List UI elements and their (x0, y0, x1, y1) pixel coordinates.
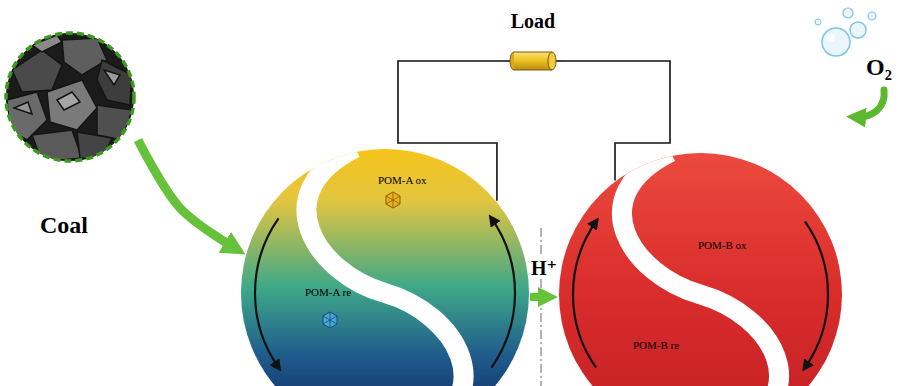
coal-lump (14, 102, 32, 114)
molecule-icon (323, 312, 337, 328)
electrolyte-tank (558, 152, 843, 386)
anolyte-tank: POM-A ox POM-A re (240, 148, 530, 386)
catholyte-tank: POM-B ox POM-B re (558, 152, 843, 386)
coal-lump (47, 80, 97, 130)
circulation-arrow (491, 218, 515, 367)
coal-photo: Coal (2, 30, 138, 245)
molecule-icon (386, 192, 400, 208)
coal-lump (97, 105, 132, 140)
coal-lump (77, 132, 112, 160)
circulation-arrow (255, 218, 279, 367)
circulation-arrow (805, 221, 828, 367)
species-label: POM-B re (633, 339, 679, 351)
tank-disc (241, 149, 529, 386)
dashed-frame (6, 33, 134, 161)
proton-transfer-arrow (530, 293, 548, 301)
node-label: Load (505, 10, 561, 32)
species-label: POM-A re (305, 286, 351, 298)
species-label: POM-B ox (698, 239, 747, 251)
coal-lump (104, 70, 120, 85)
s-divider (622, 152, 779, 386)
coal-lump (57, 92, 80, 110)
circulation-arrow (573, 221, 596, 367)
s-divider (306, 148, 463, 386)
species-label: POM-A ox (378, 174, 427, 186)
edge-label: H⁺ (529, 257, 559, 279)
node-label: Coal (40, 212, 88, 238)
gas-label: O₂ (866, 54, 892, 80)
load-resistor: Load (505, 8, 561, 74)
divider-line (540, 228, 542, 386)
coal-lump (97, 60, 132, 105)
oxygen-bubbles (815, 8, 876, 56)
tank-disc (559, 153, 842, 386)
oxygen-feed-arrow (856, 90, 884, 117)
fuel-feed-arrow (138, 140, 235, 248)
coal-lump (7, 92, 47, 140)
coal-lump (32, 130, 82, 162)
